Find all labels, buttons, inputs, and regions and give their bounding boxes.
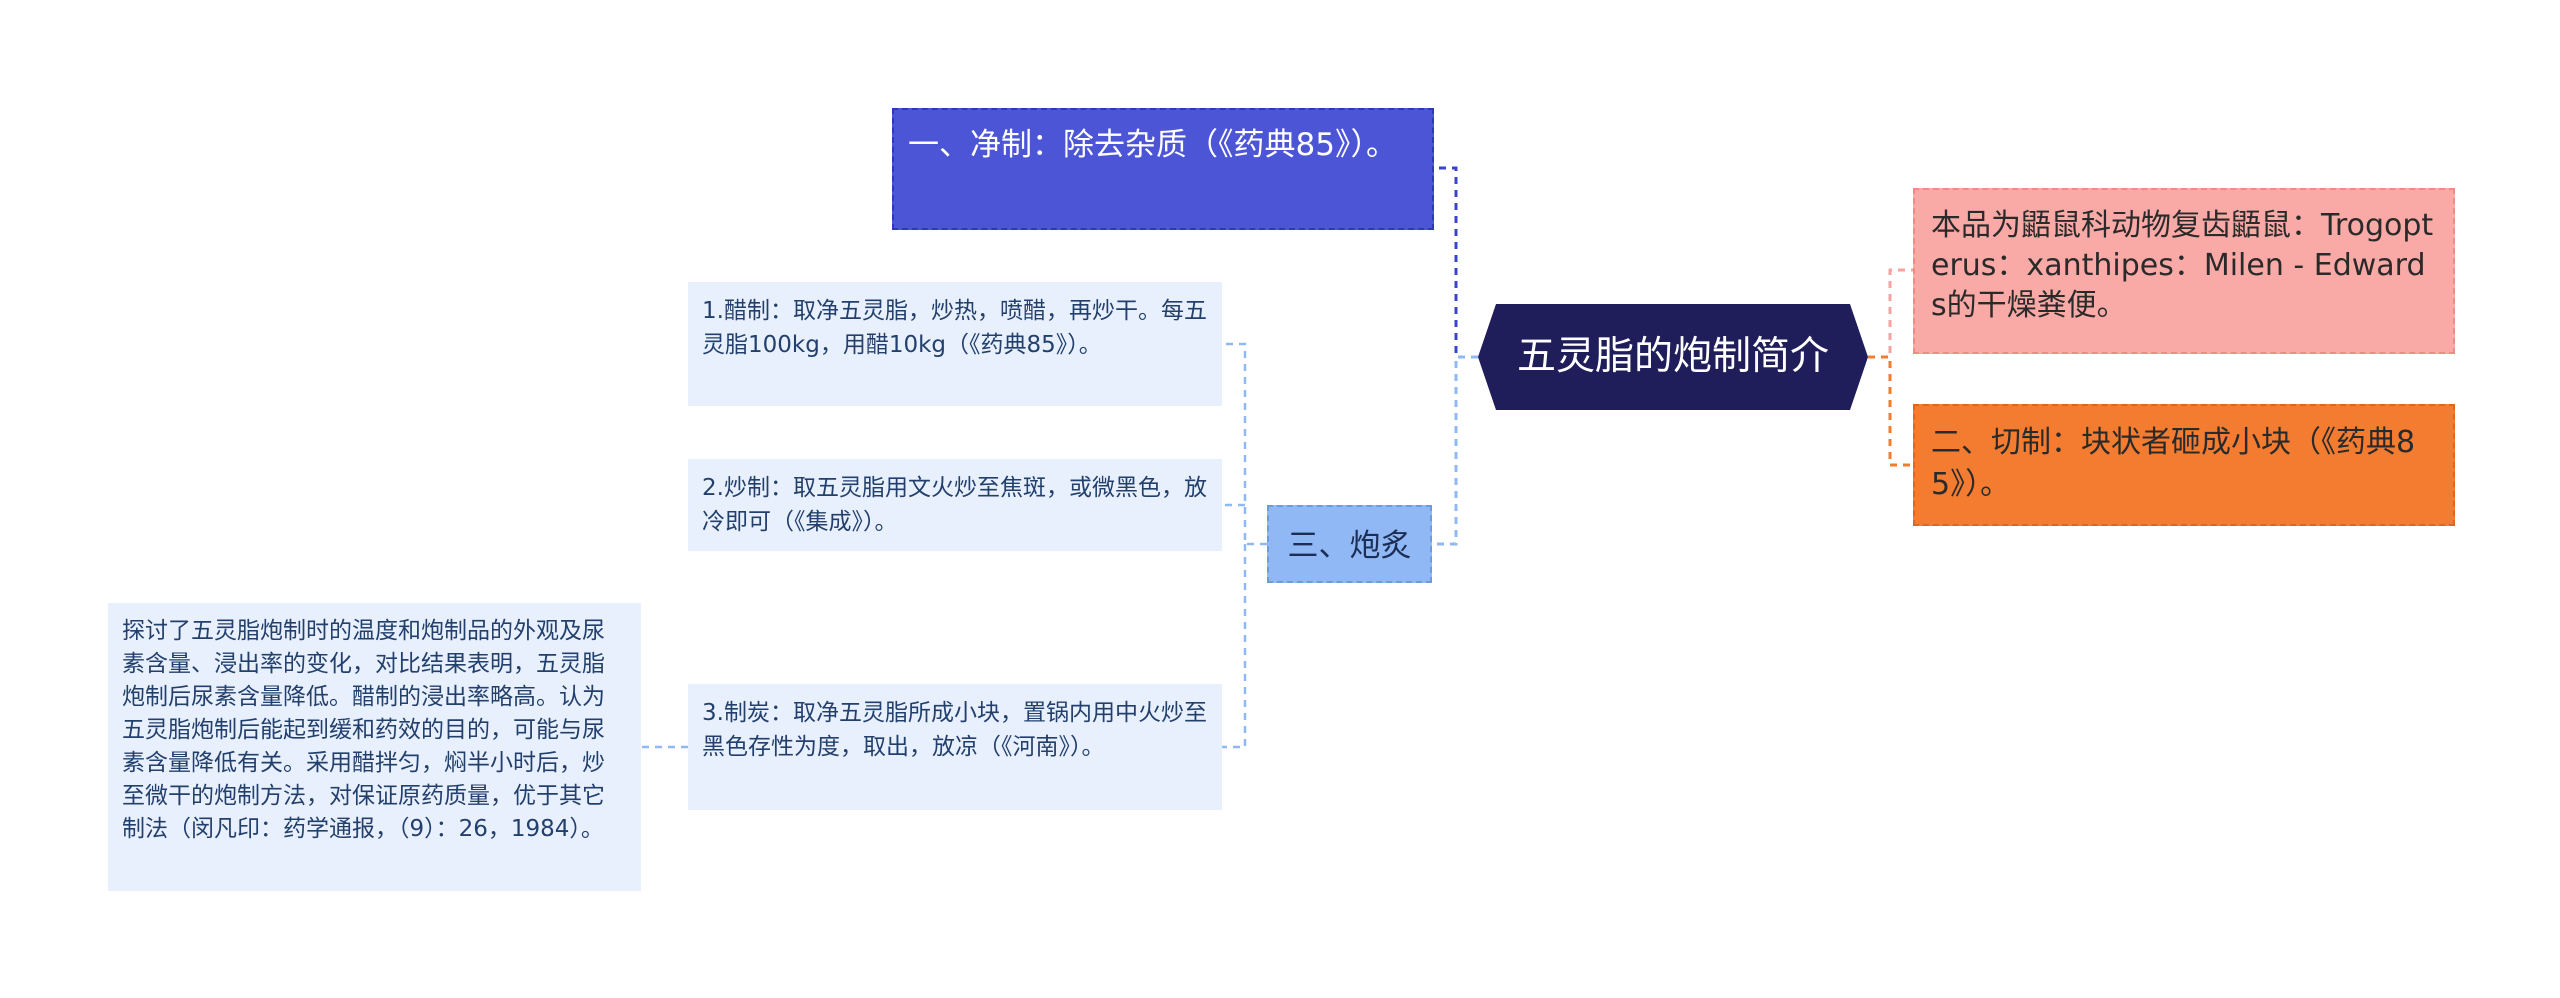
topic-intro[interactable]: 本品为鼯鼠科动物复齿鼯鼠：Trogopterus：xanthipes：Milen… — [1913, 188, 2455, 354]
connector-root-paozhi — [1432, 355, 1478, 546]
connector-root-intro — [1868, 268, 1913, 359]
connector-root-qiezhi — [1868, 355, 1913, 467]
connector-root-jingzhi — [1434, 166, 1478, 359]
topic-paozhi[interactable]: 三、炮炙 — [1267, 505, 1432, 583]
connector-paozhi-items — [1222, 342, 1267, 749]
root-topic[interactable]: 五灵脂的炮制简介 — [1478, 304, 1868, 410]
subtopic-cuzhi[interactable]: 1.醋制：取净五灵脂，炒热，喷醋，再炒干。每五灵脂100kg，用醋10kg（《药… — [688, 282, 1222, 406]
topic-qiezhi[interactable]: 二、切制：块状者砸成小块（《药典85》）。 — [1913, 404, 2455, 526]
subtopic-zhitan[interactable]: 3.制炭：取净五灵脂所成小块，置锅内用中火炒至黑色存性为度，取出，放凉（《河南》… — [688, 684, 1222, 810]
topic-jingzhi[interactable]: 一、净制：除去杂质（《药典85》）。 — [892, 108, 1434, 230]
subtopic-chaozhi[interactable]: 2.炒制：取五灵脂用文火炒至焦斑，或微黑色，放冷即可（《集成》）。 — [688, 459, 1222, 551]
subtopic-research-note[interactable]: 探讨了五灵脂炮制时的温度和炮制品的外观及尿素含量、浸出率的变化，对比结果表明，五… — [108, 603, 641, 891]
